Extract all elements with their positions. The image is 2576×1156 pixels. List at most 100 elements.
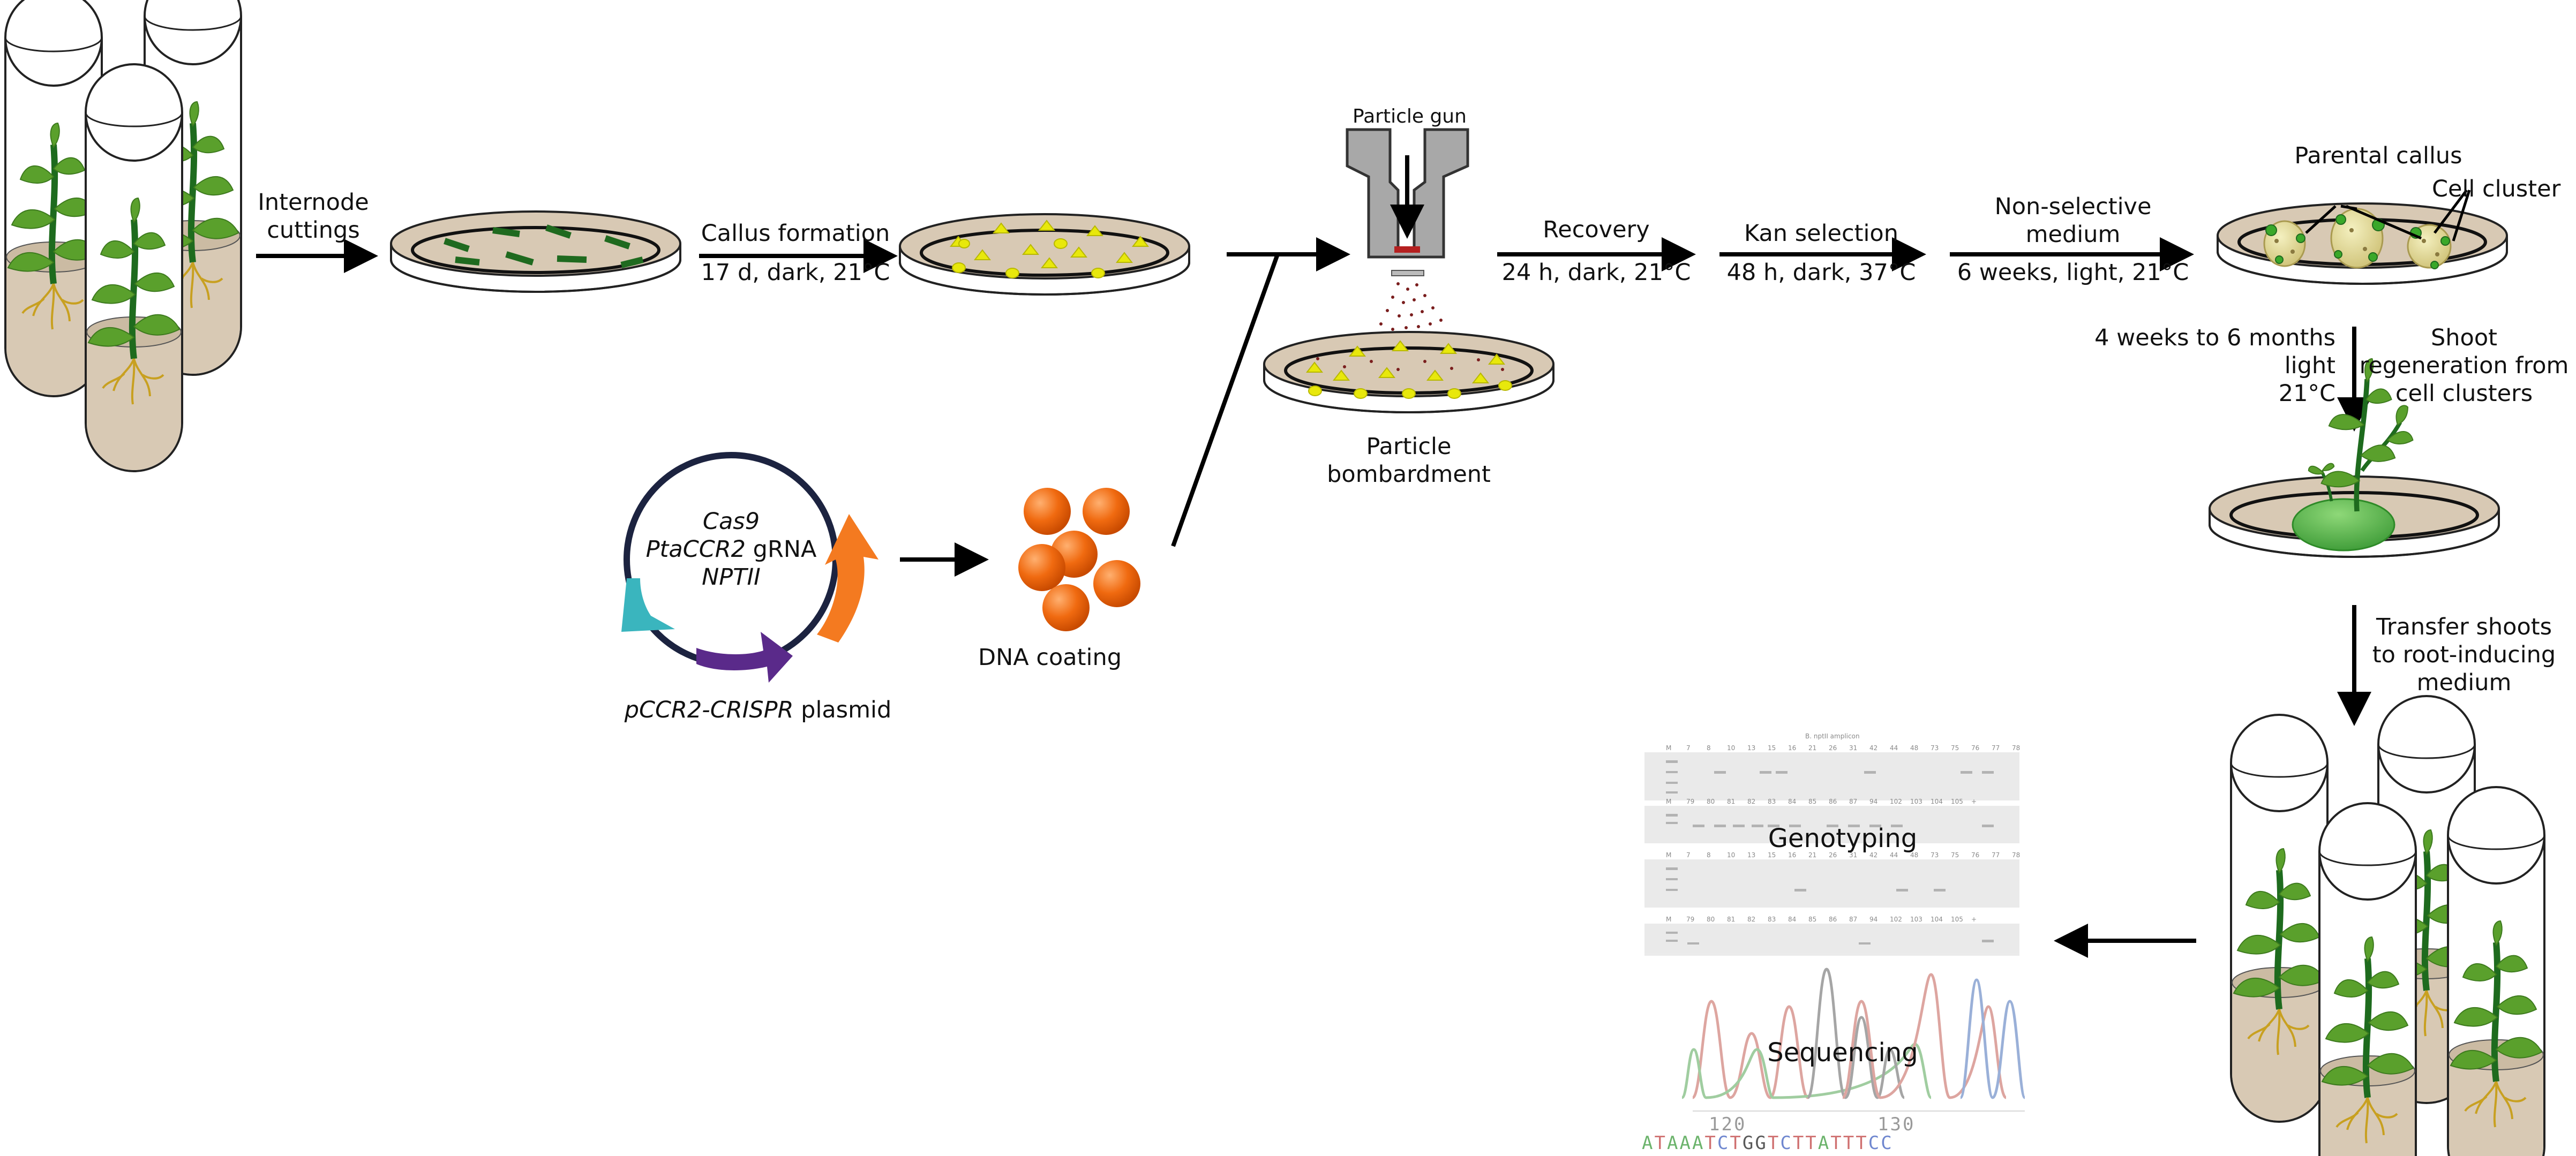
base-call: A — [1679, 1132, 1692, 1154]
gel-lane-label: 85 — [1808, 916, 1817, 923]
gel-lane-label: 26 — [1829, 744, 1837, 752]
gel-lane-label: M — [1666, 744, 1672, 752]
base-call: T — [1830, 1132, 1843, 1154]
base-call: T — [1654, 1132, 1667, 1154]
gel-lane-label: 10 — [1727, 851, 1736, 859]
gel-lane-label: 42 — [1869, 851, 1878, 859]
base-call: T — [1767, 1132, 1781, 1154]
gel-image — [1644, 752, 2019, 956]
gel-lane-label: 79 — [1686, 916, 1695, 923]
base-call: A — [1692, 1132, 1705, 1154]
plasmid-gene-grna: PtaCCR2 gRNA — [645, 536, 817, 563]
gel-lane-label: 82 — [1747, 798, 1756, 805]
particle-gun-label: Particle gun — [1353, 105, 1467, 127]
gel-lane-label: 31 — [1849, 744, 1858, 752]
base-call: T — [1856, 1132, 1868, 1154]
gel-lane-label: 48 — [1910, 851, 1919, 859]
kan-conditions-label: 48 h, dark, 37°C — [1726, 259, 1916, 286]
plasmid-name-label: pCCR2-CRISPR plasmid — [624, 697, 892, 723]
gel-lane-label: 75 — [1951, 744, 1959, 752]
gel-lane-label: 104 — [1931, 798, 1943, 805]
gel-lane-label: 16 — [1788, 851, 1797, 859]
gel-lane-label: 13 — [1747, 744, 1756, 752]
kan-selection-label: Kan selection — [1744, 220, 1898, 247]
gel-lane-label: 103 — [1910, 916, 1922, 923]
gel-lane-label: 87 — [1849, 916, 1858, 923]
recovery-label: Recovery — [1543, 216, 1650, 243]
parental-callus-label: Parental callus — [2294, 142, 2462, 169]
gel-lane-label: 84 — [1788, 798, 1797, 805]
gel-lane-label: 42 — [1869, 744, 1878, 752]
base-call: C — [1881, 1132, 1894, 1154]
gel-lane-label: 82 — [1747, 916, 1756, 923]
gel-lane-label: + — [1971, 916, 1977, 923]
base-call: T — [1730, 1132, 1743, 1154]
gel-lane-label: M — [1666, 798, 1672, 805]
gel-lane-label: 80 — [1707, 916, 1715, 923]
base-call: T — [1843, 1132, 1856, 1154]
gel-title: B. nptII amplicon — [1805, 732, 1860, 740]
gel-lane-label: 76 — [1971, 851, 1980, 859]
base-call: G — [1755, 1132, 1768, 1154]
petri-dish-icon — [391, 211, 680, 292]
gel-lane-label: 83 — [1768, 798, 1776, 805]
chromatogram-tick-130: 130 — [1877, 1114, 1916, 1135]
gel-lane-label: 84 — [1788, 916, 1797, 923]
gel-lane-label: 8 — [1707, 744, 1711, 752]
particle-gun-icon — [1346, 128, 1469, 359]
gel-lane-label: 21 — [1808, 851, 1817, 859]
sequencing-label: Sequencing — [1767, 1038, 1918, 1068]
genotyping-label: Genotyping — [1768, 823, 1918, 853]
base-call: T — [1792, 1132, 1806, 1154]
gel-lane-label: 94 — [1869, 916, 1878, 923]
gel-lane-label: 86 — [1829, 798, 1837, 805]
petri-dish-icon — [1264, 332, 1553, 412]
cell-cluster-label: Cell cluster — [2432, 176, 2561, 202]
gel-lane-label: 87 — [1849, 798, 1858, 805]
plasmid-gene-nptii: NPTII — [702, 564, 761, 591]
test-tube-icon — [2231, 696, 2544, 1156]
gel-lane-label: 77 — [1992, 744, 2000, 752]
gel-lane-label: 10 — [1727, 744, 1736, 752]
gel-lane-label: M — [1666, 916, 1672, 923]
gel-lane-label: 86 — [1829, 916, 1837, 923]
gel-lane-label: 104 — [1931, 916, 1943, 923]
recovery-conditions-label: 24 h, dark, 21°C — [1501, 259, 1691, 286]
base-call: C — [1717, 1132, 1730, 1154]
base-call: A — [1666, 1132, 1680, 1154]
gel-lane-label: 105 — [1951, 916, 1963, 923]
base-call: A — [1818, 1132, 1831, 1154]
process-arrows — [256, 237, 2371, 958]
gel-lane-label: 16 — [1788, 744, 1797, 752]
gel-lane-label: M — [1666, 851, 1672, 859]
gel-lane-label: 44 — [1890, 744, 1898, 752]
gel-lane-label: 13 — [1747, 851, 1756, 859]
gel-lane-label: 83 — [1768, 916, 1776, 923]
base-call: C — [1868, 1132, 1881, 1154]
gel-lane-label: 8 — [1707, 851, 1711, 859]
gel-lane-label: 15 — [1768, 744, 1776, 752]
base-call: C — [1780, 1132, 1793, 1154]
petri-dish-icon — [2210, 358, 2499, 557]
nonselective-conditions-label: 6 weeks, light, 21°C — [1957, 259, 2189, 286]
gold-bead-icon — [1018, 488, 1140, 631]
gel-lane-label: 7 — [1686, 851, 1691, 859]
chromatogram-bases: ATAAATCTGGTCTTATTTCC — [1642, 1132, 1894, 1154]
gel-lane-label: 7 — [1686, 744, 1691, 752]
chromatogram-tick-120: 120 — [1709, 1114, 1747, 1135]
gel-lane-label: 15 — [1768, 851, 1776, 859]
gel-lane-label: 103 — [1910, 798, 1922, 805]
gel-lane-label: 79 — [1686, 798, 1695, 805]
base-call: A — [1642, 1132, 1655, 1154]
petri-dish-icon — [900, 214, 1189, 294]
callus-formation-label: Callus formation — [701, 220, 890, 247]
test-tube-icon — [5, 0, 241, 471]
callus-conditions-label: 17 d, dark, 21°C — [701, 259, 890, 286]
